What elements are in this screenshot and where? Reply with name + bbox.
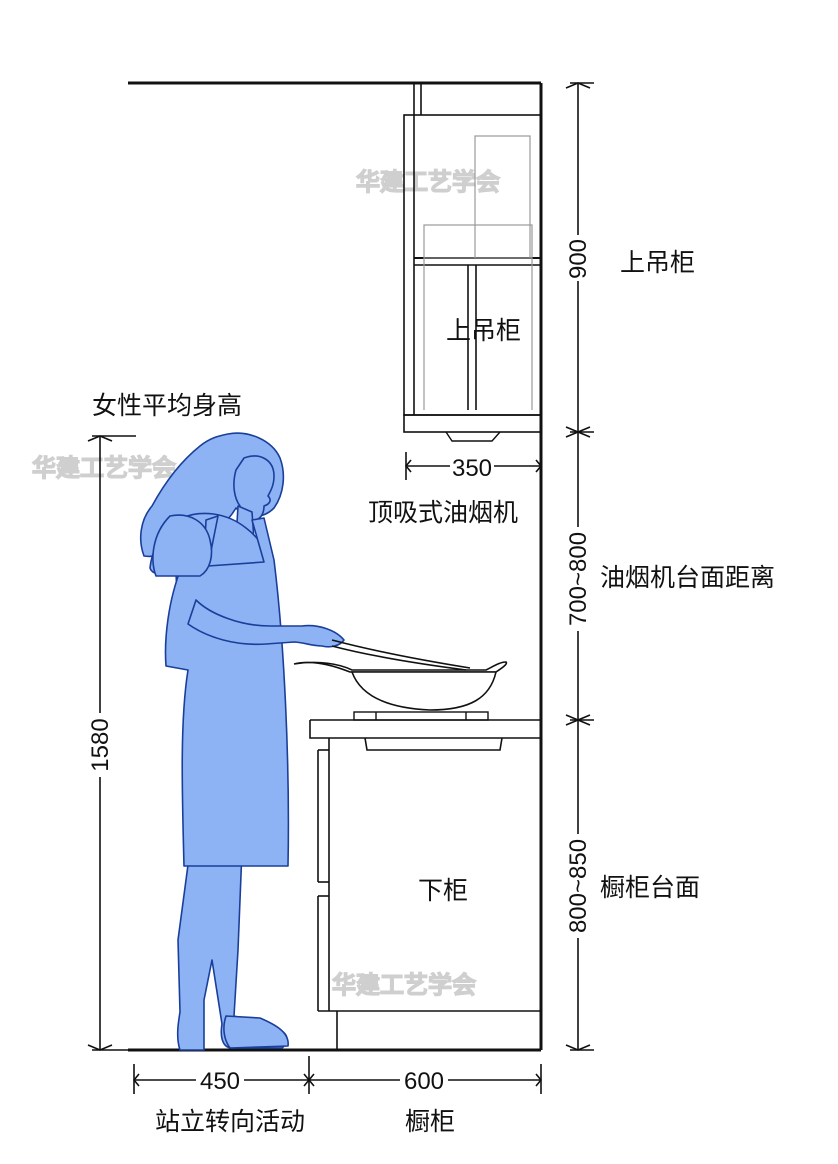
dim-350-mask bbox=[450, 453, 494, 479]
hood-label: 顶吸式油烟机 bbox=[368, 498, 518, 527]
lower-cabinet-label: 下柜 bbox=[418, 876, 468, 905]
standing-width-dim: 450 bbox=[200, 1068, 240, 1095]
upper-height-dim: 900 bbox=[565, 239, 592, 279]
counter-surface-label: 橱柜台面 bbox=[600, 873, 700, 902]
standing-area-label: 站立转向活动 bbox=[155, 1107, 305, 1136]
watermark-bottom: 华建工艺学会 bbox=[332, 971, 476, 999]
cabinet-depth-dim: 600 bbox=[404, 1068, 444, 1095]
dim-1580-mask bbox=[88, 713, 112, 777]
hood-depth-dim: 350 bbox=[452, 455, 492, 482]
upper-cabinet-side-label: 上吊柜 bbox=[620, 248, 695, 277]
watermark-left: 华建工艺学会 bbox=[32, 454, 176, 482]
dim-600-mask bbox=[400, 1066, 448, 1092]
dim-700-mask bbox=[566, 527, 590, 631]
person-height-dim: 1580 bbox=[87, 718, 114, 771]
wok bbox=[293, 639, 508, 711]
female-height-label: 女性平均身高 bbox=[92, 391, 242, 420]
upper-cabinet bbox=[403, 83, 542, 442]
dim-900-mask bbox=[566, 235, 590, 281]
hood-distance-label: 油烟机台面距离 bbox=[600, 563, 775, 592]
hood-to-counter-dim: 700~800 bbox=[565, 532, 592, 626]
watermark-top: 华建工艺学会 bbox=[356, 168, 500, 196]
counter-height-dim: 800~850 bbox=[565, 839, 592, 933]
cabinet-label: 橱柜 bbox=[405, 1107, 455, 1136]
dim-800-mask bbox=[566, 834, 590, 938]
stove bbox=[353, 711, 489, 721]
upper-cabinet-inner-label: 上吊柜 bbox=[446, 316, 521, 345]
bottom-dimensions bbox=[132, 1056, 543, 1094]
woman-figure bbox=[139, 432, 345, 1051]
dim-450-mask bbox=[196, 1066, 244, 1092]
